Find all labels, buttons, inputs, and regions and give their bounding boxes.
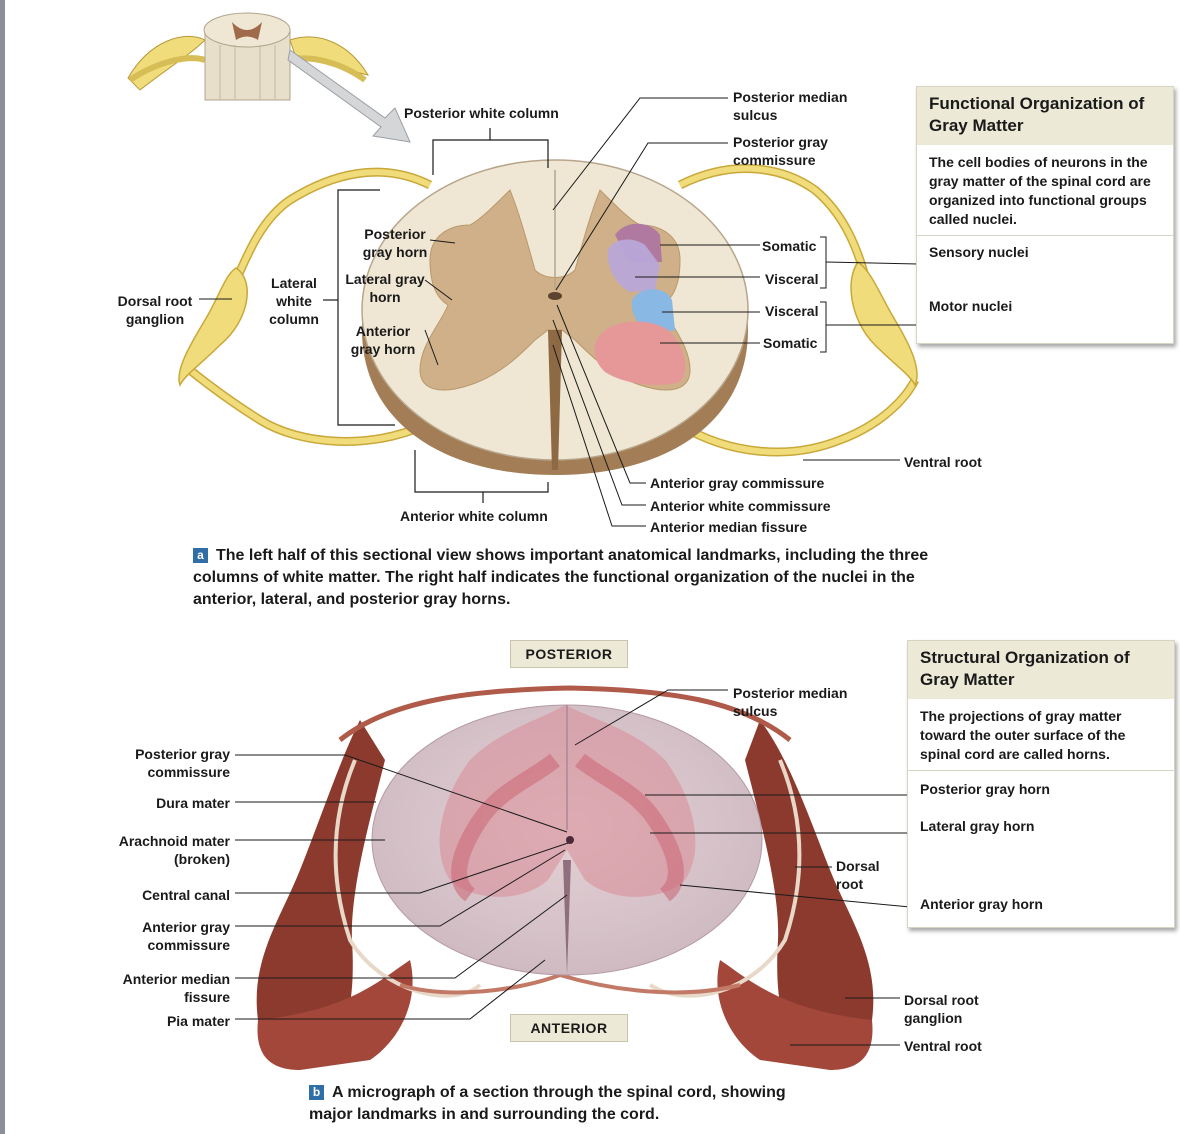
motor-nuclei-row: Motor nuclei <box>917 280 1173 340</box>
posterior-white-column-bracket <box>432 128 549 175</box>
label-posterior-gray-horn: Posterior gray horn <box>362 226 428 260</box>
label-ventral-root: Ventral root <box>904 454 982 470</box>
caption-a-text: The left half of this sectional view sho… <box>193 547 929 608</box>
lateral-white-column-bracket <box>323 189 395 426</box>
label-anterior-gray-horn: Anterior gray horn <box>350 323 416 357</box>
structural-organization-body: The projections of gray matter toward th… <box>920 708 1126 762</box>
b-label-central-canal: Central canal <box>142 887 230 903</box>
lateral-horn-row: Lateral gray horn <box>908 809 1174 849</box>
label-dorsal-root-ganglion: Dorsal root ganglion <box>117 293 193 327</box>
lateral-horn-label: Lateral gray horn <box>920 818 1035 834</box>
label-anterior-white-column: Anterior white column <box>400 508 548 524</box>
left-spinal-nerve <box>178 167 433 446</box>
anterior-orientation-label: ANTERIOR <box>510 1014 628 1042</box>
functional-organization-title: Functional Organization of Gray Matter <box>917 87 1173 145</box>
b-label-arachnoid-mater: Arachnoid mater (broken) <box>118 833 230 867</box>
label-anterior-white-commissure: Anterior white commissure <box>650 498 831 514</box>
label-posterior-gray-commissure: Posterior gray commissure <box>733 134 828 168</box>
b-label-pia-mater: Pia mater <box>166 1013 230 1029</box>
structural-organization-box: Structural Organization of Gray Matter T… <box>907 640 1175 928</box>
b-label-dorsal-root-ganglion: Dorsal root ganglion <box>904 992 979 1026</box>
functional-organization-body: The cell bodies of neurons in the gray m… <box>929 154 1151 227</box>
posterior-horn-row: Posterior gray horn <box>908 770 1174 809</box>
anterior-horn-label: Anterior gray horn <box>920 896 1043 912</box>
orientation-thumbnail <box>127 12 411 143</box>
label-visceral-motor: Visceral <box>765 303 819 319</box>
caption-b-text: A micrograph of a section through the sp… <box>309 1084 786 1123</box>
panel-a-leader-lines <box>199 97 919 527</box>
panel-b-leader-lines <box>235 689 911 1046</box>
sensory-nuclei-row: Sensory nuclei <box>917 235 1173 280</box>
anterior-horn-row: Anterior gray horn <box>908 849 1174 912</box>
b-label-posterior-median-sulcus: Posterior median sulcus <box>733 685 848 719</box>
motor-nuclei-label: Motor nuclei <box>929 298 1013 314</box>
posterior-horn-label: Posterior gray horn <box>920 781 1050 797</box>
anterior-white-column-bracket <box>414 450 549 503</box>
label-somatic-motor: Somatic <box>763 335 818 351</box>
b-label-anterior-gray-commissure: Anterior gray commissure <box>142 919 230 953</box>
label-posterior-median-sulcus: Posterior median sulcus <box>733 89 848 123</box>
label-lateral-gray-horn: Lateral gray horn <box>345 271 425 305</box>
label-anterior-gray-commissure: Anterior gray commissure <box>650 475 825 491</box>
label-visceral-sensory: Visceral <box>765 271 819 287</box>
caption-b-tag: b <box>309 1085 324 1100</box>
sensory-nuclei-label: Sensory nuclei <box>929 244 1029 260</box>
posterior-orientation-label: POSTERIOR <box>510 640 628 668</box>
b-label-dura-mater: Dura mater <box>156 795 230 811</box>
structural-organization-title: Structural Organization of Gray Matter <box>908 641 1174 699</box>
micrograph-tissue <box>256 685 874 1070</box>
label-somatic-sensory: Somatic <box>762 238 817 254</box>
label-posterior-white-column: Posterior white column <box>404 105 559 121</box>
b-label-dorsal-root: Dorsal root <box>836 858 880 892</box>
label-lateral-white-column: Lateral white column <box>269 275 319 327</box>
b-label-posterior-gray-commissure: Posterior gray commissure <box>135 746 230 780</box>
label-anterior-median-fissure: Anterior median fissure <box>650 519 808 535</box>
right-spinal-nerve <box>677 164 920 457</box>
spinal-cord-cross-section <box>361 159 749 475</box>
page-edge-bar <box>0 0 5 1134</box>
b-label-ventral-root: Ventral root <box>904 1038 982 1054</box>
functional-organization-box: Functional Organization of Gray Matter T… <box>916 86 1174 344</box>
b-label-anterior-median-fissure: Anterior median fissure <box>122 971 230 1005</box>
caption-a-tag: a <box>193 548 208 563</box>
